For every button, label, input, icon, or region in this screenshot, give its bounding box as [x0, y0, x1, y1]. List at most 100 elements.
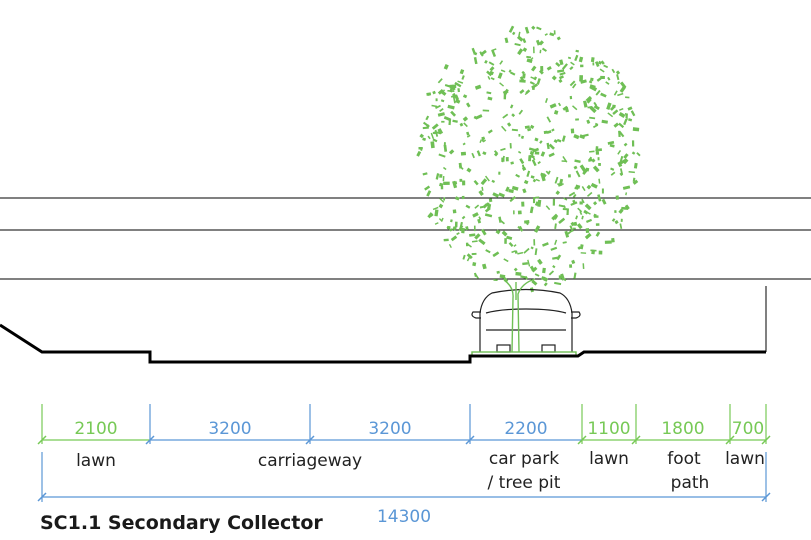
tree-leaf — [633, 162, 638, 169]
tree-leaf — [527, 127, 532, 132]
tree-leaf — [508, 242, 514, 247]
tree-leaf — [466, 242, 472, 248]
tree-leaf — [569, 225, 574, 232]
tree-leaf — [482, 263, 487, 270]
tree-leaf — [569, 80, 576, 87]
tree-leaf — [614, 210, 617, 214]
tree-leaf — [553, 30, 556, 35]
dimension-tick — [761, 492, 771, 502]
tree-leaf — [617, 150, 622, 155]
tree-leaf — [508, 69, 512, 73]
tree-leaf — [589, 105, 597, 114]
tree-leaf — [427, 135, 431, 140]
tree-leaf — [473, 51, 478, 56]
dimension-value: 2100 — [74, 419, 117, 439]
tree-leaf — [463, 122, 468, 128]
tree-leaf — [625, 96, 630, 99]
tree-leaf — [504, 238, 507, 244]
tree-leaf — [489, 66, 495, 72]
car-icon — [471, 288, 581, 353]
tree-leaf — [537, 258, 543, 265]
tree-leaf — [562, 241, 567, 244]
tree-leaf — [446, 225, 451, 230]
tree-leaf — [473, 57, 478, 65]
tree-leaf — [558, 75, 565, 80]
tree-leaf — [595, 231, 601, 237]
tree-leaf — [591, 158, 596, 163]
tree-leaf — [631, 151, 636, 155]
label-path: path — [671, 473, 710, 493]
dimension-tick — [37, 492, 47, 502]
tree-leaf — [573, 272, 577, 279]
tree-leaf — [600, 60, 605, 65]
tree-leaf — [449, 228, 453, 232]
tree-leaf — [526, 58, 533, 64]
label-lawn-3: lawn — [725, 449, 765, 469]
tree-leaf — [535, 178, 540, 182]
tree-leaf — [562, 207, 568, 211]
tree-leaf — [554, 223, 557, 230]
tree-leaf — [597, 157, 600, 161]
tree-leaf — [493, 279, 498, 282]
tree-leaf — [502, 113, 509, 119]
tree-leaf — [581, 186, 586, 192]
tree-leaf — [471, 240, 478, 243]
tree-leaf — [613, 122, 619, 128]
tree-leaf — [504, 37, 509, 44]
tree-leaf — [422, 172, 428, 176]
tree-leaf — [592, 201, 598, 206]
total-dimension-value: 14300 — [377, 507, 431, 527]
tree-leaf — [521, 201, 525, 207]
tree-leaf — [522, 262, 529, 266]
drawing-title: SC1.1 Secondary Collector — [40, 512, 323, 534]
tree-leaf — [575, 118, 579, 121]
tree-leaf — [474, 84, 482, 90]
tree-leaf — [450, 84, 456, 91]
tree-leaf — [444, 83, 450, 88]
tree-leaf — [519, 79, 526, 83]
tree-leaf — [598, 163, 601, 166]
tree-leaf — [600, 75, 605, 80]
tree-leaf — [564, 230, 570, 238]
tree-leaf — [530, 175, 535, 179]
dimension-value: 2200 — [504, 419, 547, 439]
tree-leaf — [513, 267, 518, 272]
tree-leaf — [577, 207, 583, 213]
tree-leaf — [524, 26, 530, 34]
tree-leaf — [457, 80, 464, 84]
tree-leaf — [452, 209, 457, 214]
tree-leaf — [541, 173, 547, 179]
tree-leaf — [491, 179, 496, 184]
tree-leaf — [622, 158, 629, 165]
tree-leaf — [538, 69, 544, 75]
tree-leaf — [612, 104, 616, 108]
tree-leaf — [462, 180, 466, 186]
tree-leaf — [501, 125, 507, 132]
tree-leaf — [487, 75, 491, 80]
tree-leaf — [623, 118, 628, 126]
tree-leaf — [419, 147, 423, 152]
tree-leaf — [450, 235, 458, 242]
tree-leaf — [466, 131, 470, 136]
tree-leaf — [583, 100, 588, 108]
tree-leaf — [628, 171, 635, 174]
tree-leaf — [442, 166, 447, 171]
tree-leaf — [462, 142, 466, 146]
tree-leaf — [600, 92, 607, 98]
tree-leaf — [472, 212, 479, 218]
tree-leaf — [603, 64, 609, 69]
tree-leaf — [586, 119, 591, 125]
tree-leaf — [584, 232, 592, 240]
tree-leaf — [437, 78, 443, 84]
tree-leaf — [514, 250, 518, 254]
dimension-value: 3200 — [368, 419, 411, 439]
tree-leaf — [558, 78, 563, 83]
tree-leaf — [521, 164, 525, 168]
tree-leaf — [551, 75, 557, 81]
tree-leaf — [443, 238, 449, 242]
tree-leaf — [466, 167, 472, 173]
tree-leaf — [554, 176, 559, 184]
tree-leaf — [561, 135, 566, 142]
tree-leaf — [620, 218, 623, 222]
tree-trunk — [503, 278, 536, 353]
